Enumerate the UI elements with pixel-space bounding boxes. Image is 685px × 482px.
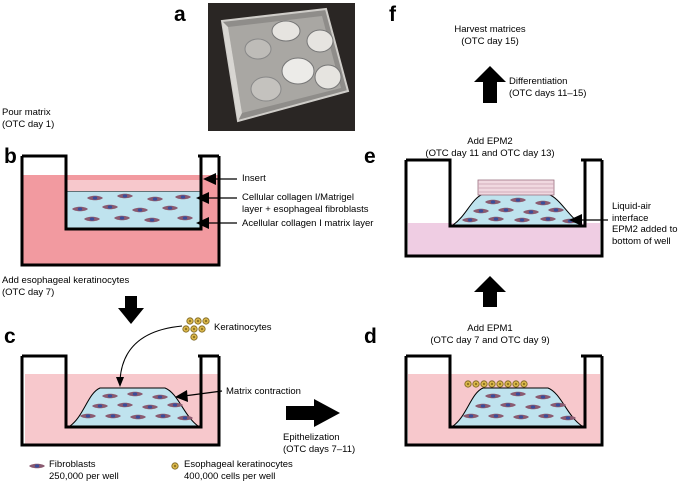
well-b: [20, 154, 221, 267]
panel-label-e: e: [364, 145, 376, 168]
label-add-epm1: Add EPM1 (OTC day 7 and OTC day 9): [430, 323, 550, 346]
label-insert: Insert: [242, 173, 266, 184]
panel-label-b: b: [4, 145, 17, 168]
panel-label-c: c: [4, 325, 16, 348]
pointer-matrix-contraction: [175, 390, 223, 402]
pointer-liquid-air: [569, 214, 608, 226]
legend-keratinocyte-icon: [171, 462, 179, 470]
curved-pointer-keratinocytes: [119, 325, 183, 381]
panel-label-f: f: [389, 3, 396, 26]
legend-fibroblast-icon: [29, 463, 45, 469]
arrow-e-to-f: [474, 66, 506, 103]
arrow-b-to-c: [118, 296, 144, 324]
keratinocyte-cluster: [182, 317, 210, 341]
panel-label-d: d: [364, 325, 377, 348]
well-e: [404, 158, 604, 258]
label-epithelization: Epithelization (OTC days 7–11): [283, 432, 356, 455]
label-differentiation: Differentiation (OTC days 11–15): [509, 76, 587, 99]
label-acellular-layer: Acellular collagen I matrix layer: [242, 218, 374, 229]
legend-fibroblasts-text: Fibroblasts 250,000 per well: [49, 459, 119, 482]
label-pour-matrix: Pour matrix (OTC day 1): [2, 107, 55, 130]
well-c: [20, 354, 221, 447]
label-add-epm2: Add EPM2 (OTC day 11 and OTC day 13): [425, 136, 555, 159]
label-cellular-layer: Cellular collagen I/Matrigel layer + eso…: [242, 192, 369, 215]
well-d: [404, 354, 604, 447]
label-add-keratinocytes: Add esophageal keratinocytes (OTC day 7): [2, 275, 130, 298]
culture-plate-photo: [208, 3, 355, 131]
legend-keratinocytes-text: Esophageal keratinocytes 400,000 cells p…: [184, 459, 293, 482]
arrow-c-to-d: [286, 399, 340, 427]
arrow-d-to-e: [474, 276, 506, 307]
label-liquid-air-interface: Liquid-air interface EPM2 added to botto…: [612, 201, 678, 247]
label-harvest: Harvest matrices (OTC day 15): [454, 24, 526, 47]
panel-label-a: a: [174, 3, 186, 26]
pointers-b: [196, 173, 237, 229]
label-keratinocytes: Keratinocytes: [214, 322, 272, 333]
label-matrix-contraction: Matrix contraction: [226, 386, 301, 397]
curved-pointer-head: [116, 377, 124, 387]
